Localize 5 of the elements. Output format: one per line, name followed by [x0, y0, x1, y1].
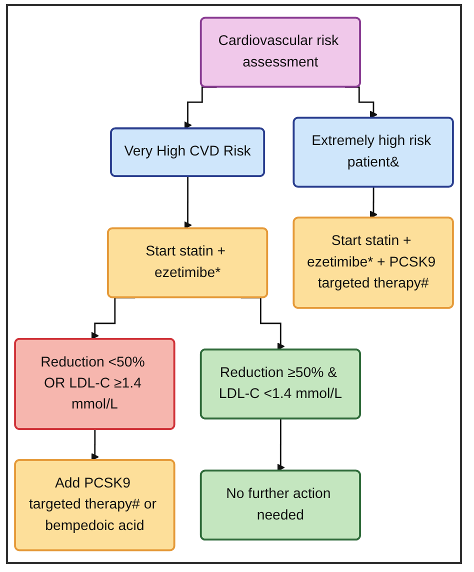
diagram-frame: Cardiovascular risk assessment Very High CVD Risk Extremely high risk patient& Start statin + ezetimibe* Start statin + ezetimibe* + PCSK9 targeted therapy# Reduction <50% OR LDL-C ≥1.4 mmol/L Reduction ≥50% & LDL-C <1.4 mmol/L Add PCSK9 targeted therapy# or bempedoic acid No further action needed — [6, 4, 462, 564]
arrow — [370, 186, 378, 218]
arrow — [276, 418, 285, 472]
arrow — [184, 176, 192, 230]
arrow — [91, 428, 99, 461]
